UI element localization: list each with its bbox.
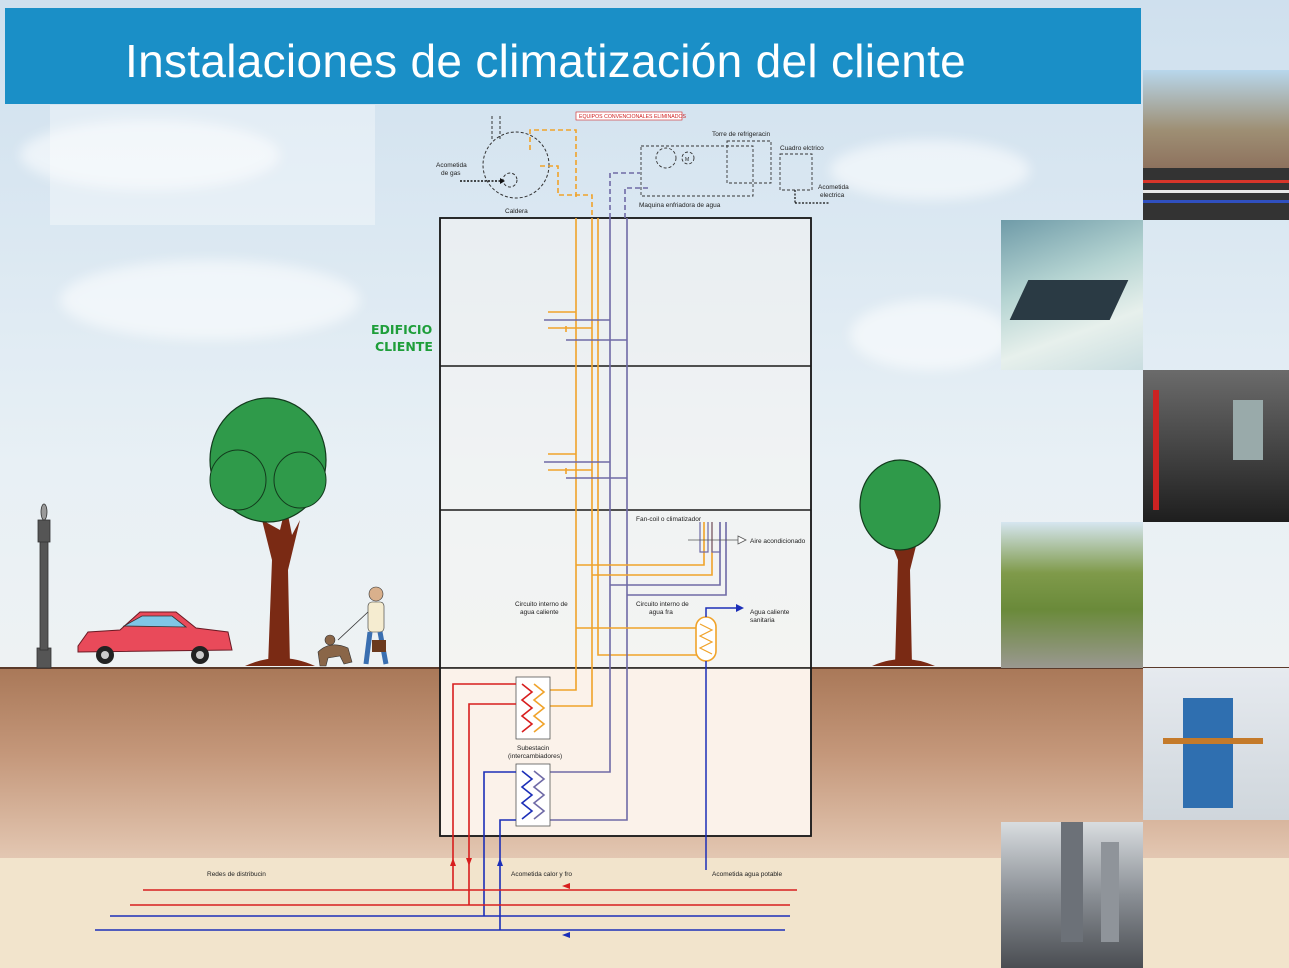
- dhw-label-line1: Agua caliente: [750, 609, 790, 616]
- gas-label-line1: Acometida: [436, 162, 467, 169]
- title-banner: Instalaciones de climatización del clien…: [5, 8, 1141, 104]
- tree-icon: [209, 397, 327, 666]
- dhw-label-line2: sanitaria: [750, 617, 775, 624]
- city-street-photo: [1001, 822, 1143, 968]
- boiler-label: Caldera: [505, 208, 528, 215]
- substation-label-line1: Subestacin: [517, 745, 550, 752]
- boiler-icon: [482, 116, 550, 199]
- cloud: [60, 260, 360, 340]
- hot-circuit-label-line2: agua caliente: [520, 609, 559, 616]
- gas-label-line2: de gas: [441, 170, 461, 177]
- cold-circuit-label-line1: Circuito interno de: [636, 601, 689, 608]
- hot-circuit-label-line1: Circuito interno de: [515, 601, 568, 608]
- client-building: [439, 217, 812, 837]
- internal-pipes: [544, 218, 727, 821]
- fan-coil-icon: [688, 522, 747, 553]
- aerial-building-photo: [1001, 220, 1143, 370]
- eliminated-equipment-label: EQUIPOS CONVENCIONALES ELIMINADOS: [579, 114, 686, 120]
- distribution-network: [95, 889, 797, 931]
- tree-icon: [859, 459, 941, 666]
- conditioned-air-label: Aire acondicionado: [750, 538, 806, 545]
- green-roof-photo: [1001, 522, 1143, 668]
- distribution-network-label: Redes de distribucin: [207, 871, 266, 878]
- fan-coil-label: Fan-coil o climatizador: [636, 516, 702, 523]
- electrical-panel-label: Cuadro elctrico: [780, 145, 824, 152]
- heat-exchanger-photo: [1143, 668, 1289, 820]
- building-label-line2: CLIENTE: [375, 339, 433, 354]
- heat-cold-supply-label: Acometida calor y fro: [511, 871, 572, 878]
- chiller-icon: [640, 140, 813, 197]
- svg-text:M: M: [685, 157, 689, 163]
- person-walking-dog-icon: [317, 586, 389, 667]
- cloud: [850, 300, 1010, 370]
- mechanical-room-photo: [1143, 370, 1289, 522]
- street-lamp-icon: [36, 503, 52, 669]
- building-label-line1: EDIFICIO: [371, 322, 432, 337]
- cold-circuit-label-line2: agua fra: [649, 609, 673, 616]
- building-facade-photo: [1143, 70, 1289, 220]
- eliminated-equipment-box: [575, 111, 683, 121]
- potable-water-label: Acometida agua potable: [712, 871, 782, 878]
- elec-label-line2: electrica: [820, 192, 845, 199]
- eliminated-pipes: [529, 129, 650, 218]
- heat-exchanger-cold: [515, 763, 551, 827]
- elec-label-line1: Acometida: [818, 184, 849, 191]
- network-feed-pipes: [452, 683, 516, 930]
- heat-exchanger-hot: [515, 676, 551, 740]
- chiller-label: Maquina enfriadora de agua: [639, 202, 721, 209]
- page-title: Instalaciones de climatización del clien…: [125, 35, 967, 87]
- inset-panel: [50, 105, 375, 225]
- cloud: [830, 140, 1030, 200]
- car-icon: [77, 611, 233, 664]
- cooling-tower-label: Torre de refrigeracin: [712, 131, 771, 138]
- substation-label-line2: (intercambiadores): [508, 753, 562, 760]
- cloud: [20, 120, 280, 190]
